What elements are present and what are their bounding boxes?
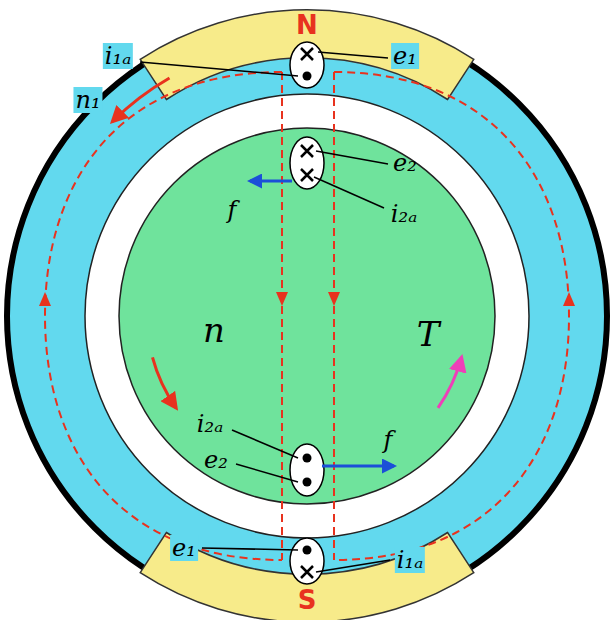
current-label: i₁ₐ <box>103 43 133 69</box>
flux-arrows <box>39 292 575 306</box>
current-label: i₁ₐ <box>395 547 425 573</box>
cross-symbols <box>301 48 313 578</box>
emf-label: e₂ <box>391 150 419 176</box>
leader-lines <box>140 52 390 572</box>
south-pole <box>140 533 474 620</box>
coils <box>290 42 324 584</box>
torque-arrow <box>438 357 462 407</box>
current-label: i₂ₐ <box>389 201 419 227</box>
rotor-speed-arrow <box>153 357 177 407</box>
rotor <box>119 128 495 504</box>
air-gap <box>85 94 529 538</box>
current-label: i₂ₐ <box>195 411 225 437</box>
field-rotation-arrow <box>113 78 170 122</box>
force-label: f <box>226 197 239 223</box>
field-speed-label: n₁ <box>73 87 102 113</box>
pole-name: N <box>294 11 320 39</box>
emf-label: e₁ <box>391 43 419 69</box>
flux-lines <box>45 72 569 560</box>
dot-symbols <box>303 72 312 555</box>
force-arrow <box>250 180 292 183</box>
torque-label: T <box>415 316 442 352</box>
pole-name: S <box>296 586 319 614</box>
emf-label: e₁ <box>170 535 198 561</box>
force-label: f <box>382 427 395 453</box>
speed-label: n <box>201 312 227 348</box>
force-arrow <box>322 465 394 468</box>
stator-yoke <box>7 16 607 616</box>
emf-label: e₂ <box>202 447 230 473</box>
